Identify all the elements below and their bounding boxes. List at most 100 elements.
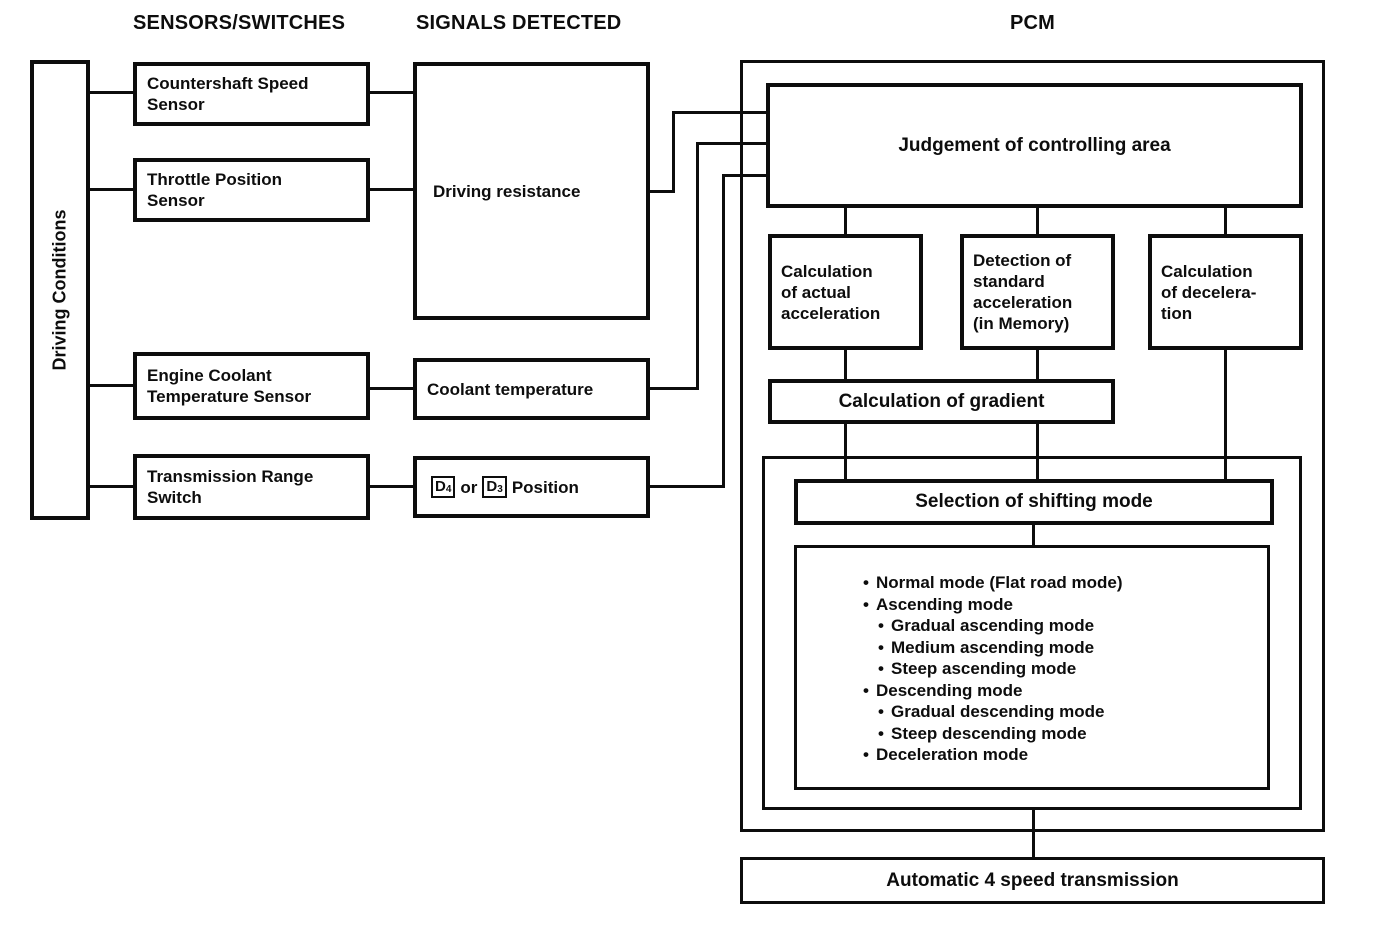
bullet-icon: • xyxy=(863,745,869,764)
box-label-line: Detection of xyxy=(973,251,1072,270)
box-label-line: Transmission Range xyxy=(147,467,314,486)
bullet-icon: • xyxy=(863,594,869,614)
mode-label: Descending mode xyxy=(876,680,1023,700)
d4-letter: D xyxy=(435,478,446,495)
mode-item: • Descending mode xyxy=(863,680,1267,702)
box-label-line: Throttle Position xyxy=(147,170,283,189)
connector-resistance-stub xyxy=(650,190,675,193)
mode-label: Gradual ascending mode xyxy=(891,616,1095,635)
box-label-line: Sensor xyxy=(147,95,205,114)
mode-label: Deceleration mode xyxy=(876,745,1029,764)
header-pcm: PCM xyxy=(1009,12,1056,34)
box-label-line: acceleration xyxy=(781,303,881,323)
bullet-icon: • xyxy=(878,637,884,657)
bullet-icon: • xyxy=(878,616,884,635)
mode-item: •Medium ascending mode xyxy=(878,637,1267,659)
connector-gradient-selection-mid xyxy=(1036,424,1039,479)
box-label-line: acceleration xyxy=(973,293,1073,312)
connector-judgement-detection xyxy=(1036,208,1039,234)
box-label-line: Calculation xyxy=(1161,261,1253,281)
connector-resistance-riser xyxy=(672,111,675,193)
driving-conditions-label: Driving Conditions xyxy=(49,209,70,371)
header-signals-detected: SIGNALS DETECTED xyxy=(416,12,622,34)
gear-position-label: Position xyxy=(511,477,579,497)
connector-detection-gradient xyxy=(1036,350,1039,379)
mode-item: • Normal mode (Flat road mode) xyxy=(863,572,1267,594)
countershaft-speed-sensor-box: Countershaft Speed Sensor xyxy=(133,62,370,126)
mode-label: Normal mode (Flat road mode) xyxy=(876,573,1123,592)
header-sensors-switches: SENSORS/SWITCHES xyxy=(133,12,346,34)
transmission-range-switch-box: Transmission Range Switch xyxy=(133,454,370,520)
automatic-transmission-label: Automatic 4 speed transmission xyxy=(886,869,1179,891)
driving-conditions-box: Driving Conditions xyxy=(30,60,90,520)
box-label-line: Sensor xyxy=(147,191,205,210)
gear-position-conjunction: or xyxy=(460,477,478,497)
box-label-line: tion xyxy=(1161,303,1193,323)
box-label-line: standard xyxy=(973,272,1045,291)
box-label-line: Countershaft Speed xyxy=(147,74,309,93)
selection-shifting-mode-box: Selection of shifting mode xyxy=(794,479,1274,525)
bullet-icon: • xyxy=(878,702,884,721)
connector-actualaccel-gradient xyxy=(844,350,847,379)
mode-label: Steep descending mode xyxy=(891,723,1087,743)
mode-item: • Steep descending mode xyxy=(878,723,1267,745)
mode-item: • Gradual descending mode xyxy=(878,701,1267,723)
connector-dc-throttle xyxy=(90,188,133,191)
connector-pcm-transmission xyxy=(1032,810,1035,857)
d3-subscript: 3 xyxy=(497,484,503,495)
box-label-line: Switch xyxy=(147,488,202,507)
bullet-icon: • xyxy=(863,573,869,592)
box-label-line: of actual xyxy=(781,282,851,302)
coolant-temperature-label: Coolant temperature xyxy=(427,379,594,399)
shifting-modes-list-box: • Normal mode (Flat road mode) • Ascending… xyxy=(794,545,1270,790)
box-label-line: of decelera- xyxy=(1161,282,1257,302)
connector-countershaft-resistance xyxy=(370,91,413,94)
connector-coolantsensor-coolanttemp xyxy=(370,387,413,390)
shifting-mode-container xyxy=(762,456,1302,810)
mode-item: • Steep ascending mode xyxy=(878,658,1267,680)
mode-label: Gradual descending mode xyxy=(891,702,1105,721)
box-label-line: (in Memory) xyxy=(973,314,1070,333)
box-label-line: Temperature Sensor xyxy=(147,387,312,406)
bullet-icon: • xyxy=(878,659,884,678)
bullet-icon: • xyxy=(863,680,869,700)
connector-position-stub xyxy=(650,485,725,488)
connector-coolanttemp-judgement xyxy=(696,142,766,145)
automatic-transmission-box: Automatic 4 speed transmission xyxy=(740,857,1325,904)
connector-position-judgement xyxy=(722,174,766,177)
engine-coolant-temperature-sensor-box: Engine Coolant Temperature Sensor xyxy=(133,352,370,420)
throttle-position-sensor-box: Throttle Position Sensor xyxy=(133,158,370,222)
connector-dc-transmission xyxy=(90,485,133,488)
coolant-temperature-box: Coolant temperature xyxy=(413,358,650,420)
judgement-of-controlling-area-box: Judgement of controlling area xyxy=(766,83,1303,208)
connector-coolanttemp-stub xyxy=(650,387,699,390)
mode-label: Steep ascending mode xyxy=(891,659,1077,678)
d4-subscript: 4 xyxy=(445,484,452,495)
bullet-icon: • xyxy=(878,723,884,743)
d3-letter: D xyxy=(486,478,498,495)
detection-standard-acceleration-box: Detection of standard acceleration (in M… xyxy=(960,234,1115,350)
driving-resistance-box: Driving resistance xyxy=(413,62,650,320)
connector-gradient-selection-left xyxy=(844,424,847,479)
box-label-line: Calculation xyxy=(781,261,873,281)
mode-item: • Ascending mode xyxy=(863,594,1267,616)
connector-coolanttemp-riser xyxy=(696,142,699,390)
connector-judgement-deceleration xyxy=(1224,208,1227,234)
box-label-line: Engine Coolant xyxy=(147,366,272,385)
connector-position-riser xyxy=(722,174,725,488)
connector-dc-countershaft xyxy=(90,91,133,94)
mode-label: Ascending mode xyxy=(876,594,1013,614)
calculation-actual-acceleration-box: Calculation of actual acceleration xyxy=(768,234,923,350)
calculation-deceleration-box: Calculation of decelera- tion xyxy=(1148,234,1303,350)
connector-selection-modes xyxy=(1032,525,1035,545)
connector-resistance-judgement xyxy=(672,111,766,114)
mode-item: • Gradual ascending mode xyxy=(878,615,1267,637)
selection-label: Selection of shifting mode xyxy=(915,491,1153,512)
judgement-label: Judgement of controlling area xyxy=(898,134,1171,156)
connector-switch-position xyxy=(370,485,413,488)
connector-dc-coolant xyxy=(90,384,133,387)
mode-item: • Deceleration mode xyxy=(863,744,1267,766)
